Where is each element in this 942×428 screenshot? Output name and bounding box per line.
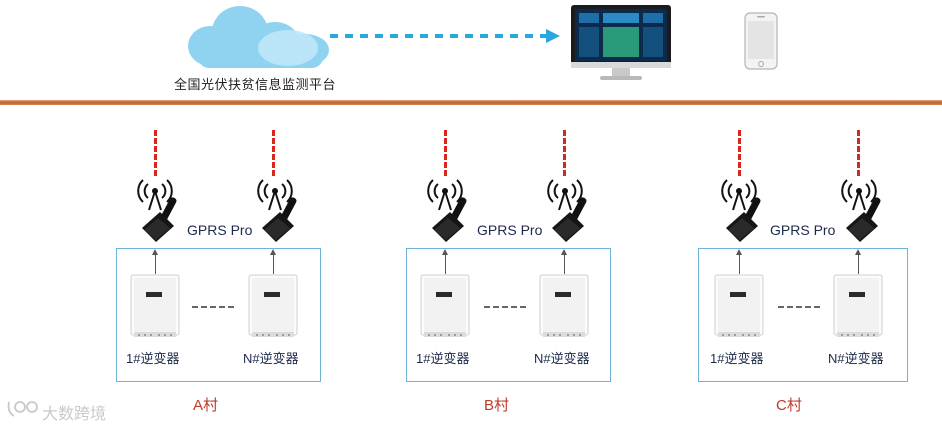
data-flow-arrow bbox=[330, 29, 560, 43]
platform-label: 全国光伏扶贫信息监测平台 bbox=[174, 77, 337, 92]
inverter-label-last: N#逆变器 bbox=[828, 351, 884, 366]
inverter-icon bbox=[539, 274, 589, 337]
gprs-antenna-icon bbox=[137, 179, 177, 242]
inverter-icon bbox=[248, 274, 298, 337]
inverter-icon bbox=[833, 274, 883, 337]
signal-dashed-line bbox=[272, 130, 275, 176]
gprs-pro-label: GPRS Pro bbox=[477, 222, 543, 238]
signal-dashed-line bbox=[857, 130, 860, 176]
inverter-icon bbox=[420, 274, 470, 337]
inverter-label-last: N#逆变器 bbox=[243, 351, 299, 366]
watermark-text: 大数跨境 bbox=[42, 406, 107, 423]
uplink-arrow bbox=[736, 249, 742, 274]
inverter-label-first: 1#逆变器 bbox=[416, 351, 470, 366]
uplink-arrow bbox=[442, 249, 448, 274]
watermark-logo-icon bbox=[7, 401, 38, 417]
village-label-c: C村 bbox=[776, 397, 802, 414]
village-label-b: B村 bbox=[484, 397, 510, 414]
uplink-arrow bbox=[855, 249, 861, 274]
inverter-label-first: 1#逆变器 bbox=[710, 351, 764, 366]
inverter-label-last: N#逆变器 bbox=[534, 351, 590, 366]
ellipsis-connector bbox=[778, 306, 820, 308]
inverter-icon bbox=[130, 274, 180, 337]
gprs-pro-label: GPRS Pro bbox=[770, 222, 836, 238]
uplink-arrow bbox=[270, 249, 276, 274]
inverter-icon bbox=[714, 274, 764, 337]
cloud-icon bbox=[188, 6, 329, 68]
gprs-pro-label: GPRS Pro bbox=[187, 222, 253, 238]
divider-line bbox=[0, 100, 942, 105]
inverter-label-first: 1#逆变器 bbox=[126, 351, 180, 366]
gprs-antenna-icon bbox=[721, 179, 761, 242]
ellipsis-connector bbox=[192, 306, 234, 308]
signal-dashed-line bbox=[154, 130, 157, 176]
signal-dashed-line bbox=[444, 130, 447, 176]
uplink-arrow bbox=[561, 249, 567, 274]
signal-dashed-line bbox=[563, 130, 566, 176]
gprs-antenna-icon bbox=[427, 179, 467, 242]
monitor-icon bbox=[571, 5, 671, 80]
gprs-antenna-icon bbox=[257, 179, 297, 242]
uplink-arrow bbox=[152, 249, 158, 274]
ellipsis-connector bbox=[484, 306, 526, 308]
phone-icon bbox=[744, 12, 778, 70]
gprs-antenna-icon bbox=[547, 179, 587, 242]
signal-dashed-line bbox=[738, 130, 741, 176]
village-label-a: A村 bbox=[193, 397, 219, 414]
gprs-antenna-icon bbox=[841, 179, 881, 242]
